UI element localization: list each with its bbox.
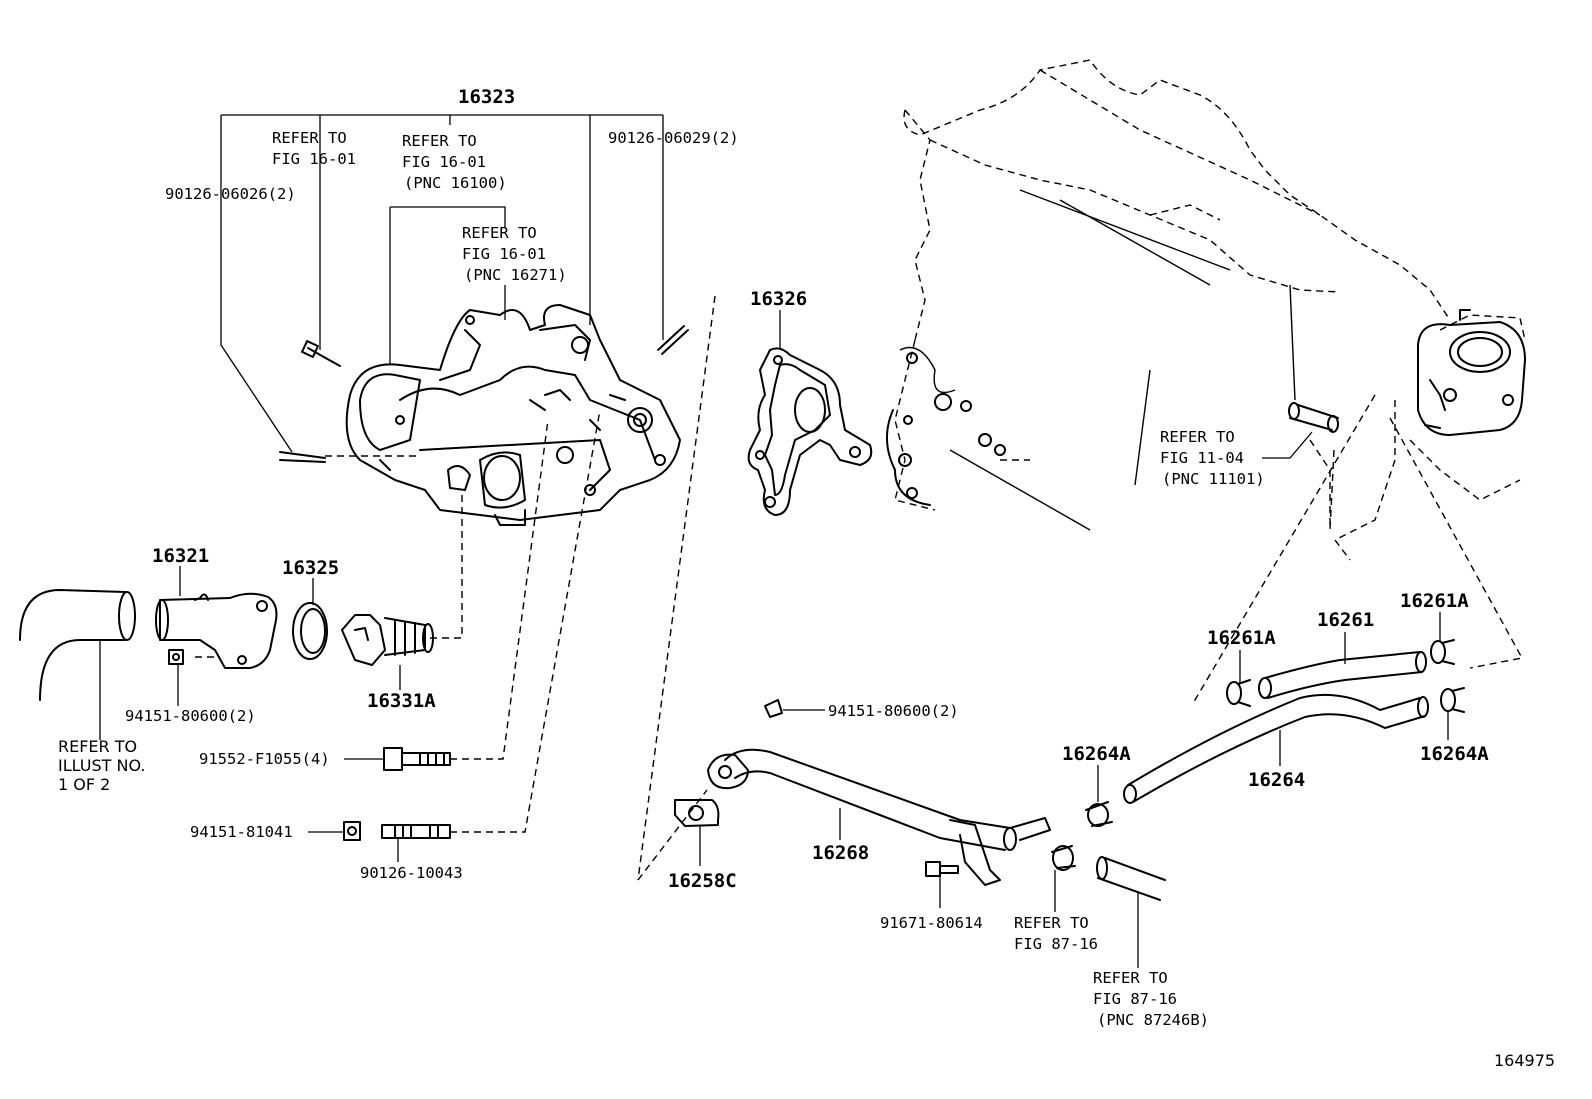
bolt-91671-80614 bbox=[925, 861, 959, 877]
label-16261A-left: 16261A bbox=[1207, 627, 1276, 649]
label-16321: 16321 bbox=[152, 545, 209, 567]
stud-90126-10043 bbox=[381, 824, 451, 839]
ref1-line1: REFER TO bbox=[272, 129, 347, 147]
label-94151-81041: 94151-81041 bbox=[190, 823, 293, 841]
ref7-line1: REFER TO bbox=[1093, 969, 1168, 987]
dashed-alignment-lines bbox=[195, 295, 1524, 881]
ref7-line2: FIG 87-16 bbox=[1093, 990, 1177, 1008]
label-16331A: 16331A bbox=[367, 690, 436, 712]
label-16268: 16268 bbox=[812, 842, 869, 864]
ref4-line3: 1 OF 2 bbox=[58, 775, 110, 794]
ref4-line1: REFER TO bbox=[58, 737, 137, 756]
hose-left bbox=[19, 589, 136, 701]
stud-left bbox=[279, 451, 326, 463]
bypass-pipe-16268 bbox=[674, 699, 1051, 886]
ref7-line3: (PNC 87246B) bbox=[1097, 1011, 1209, 1029]
ref3-line3: (PNC 16271) bbox=[464, 266, 567, 284]
label-16261A-right: 16261A bbox=[1400, 590, 1469, 612]
ref6-line1: REFER TO bbox=[1014, 914, 1089, 932]
ref3-line2: FIG 16-01 bbox=[462, 245, 546, 263]
label-91671-80614: 91671-80614 bbox=[880, 914, 983, 932]
clamp-16261A-right bbox=[1430, 639, 1455, 665]
label-16261: 16261 bbox=[1317, 609, 1374, 631]
nut-94151-81041 bbox=[343, 821, 361, 841]
label-90126-06029: 90126-06029(2) bbox=[608, 129, 739, 147]
engine-block-outline bbox=[885, 59, 1526, 561]
label-90126-06026: 90126-06026(2) bbox=[165, 185, 296, 203]
water-pump-housing bbox=[345, 304, 681, 526]
label-94151-80600-b: 94151-80600(2) bbox=[828, 702, 959, 720]
gasket-16326 bbox=[747, 347, 873, 516]
ref5-line2: FIG 11-04 bbox=[1160, 449, 1244, 467]
hose-16264 bbox=[1123, 693, 1429, 804]
bolt-91552-F1055 bbox=[383, 747, 451, 771]
ref5-line3: (PNC 11101) bbox=[1162, 470, 1265, 488]
label-16264A-left: 16264A bbox=[1062, 743, 1131, 765]
ref2-line1: REFER TO bbox=[402, 132, 477, 150]
thermostat-16331A bbox=[341, 614, 434, 666]
hose-16261 bbox=[1258, 651, 1427, 699]
stud-right bbox=[657, 325, 689, 355]
labels: 16323 REFER TO FIG 16-01 REFER TO FIG 16… bbox=[58, 86, 1555, 1070]
clamp-16261A-left bbox=[1226, 679, 1251, 707]
label-90126-10043: 90126-10043 bbox=[360, 864, 463, 882]
ref5-line1: REFER TO bbox=[1160, 428, 1235, 446]
clamp-16264A-right bbox=[1440, 687, 1465, 713]
diagram-id: 164975 bbox=[1494, 1051, 1555, 1070]
label-16258C: 16258C bbox=[668, 870, 737, 892]
ref2-line3: (PNC 16100) bbox=[404, 174, 507, 192]
ref2-line2: FIG 16-01 bbox=[402, 153, 486, 171]
label-16264A-right: 16264A bbox=[1420, 743, 1489, 765]
clamp-16264A-left bbox=[1085, 801, 1113, 827]
gasket-16325 bbox=[292, 602, 328, 660]
label-16325: 16325 bbox=[282, 557, 339, 579]
throttle-body bbox=[1417, 309, 1526, 436]
clamp-ref-87-16 bbox=[1051, 845, 1076, 871]
ref4-line2: ILLUST NO. bbox=[58, 756, 145, 775]
label-94151-80600-a: 94151-80600(2) bbox=[125, 707, 256, 725]
ref3-line1: REFER TO bbox=[462, 224, 537, 242]
nut-94151-80600-a bbox=[168, 649, 184, 665]
inlet-housing-16321 bbox=[155, 592, 278, 669]
label-91552-F1055: 91552-F1055(4) bbox=[199, 750, 330, 768]
hose-stub-ref bbox=[1096, 856, 1166, 901]
label-16326: 16326 bbox=[750, 288, 807, 310]
ref6-line2: FIG 87-16 bbox=[1014, 935, 1098, 953]
bolt-upper bbox=[301, 340, 341, 367]
ref1-line2: FIG 16-01 bbox=[272, 150, 356, 168]
engine-pipe-stub bbox=[1288, 402, 1339, 433]
label-16323: 16323 bbox=[458, 86, 515, 108]
label-16264: 16264 bbox=[1248, 769, 1305, 791]
leader-lines bbox=[99, 114, 1449, 968]
